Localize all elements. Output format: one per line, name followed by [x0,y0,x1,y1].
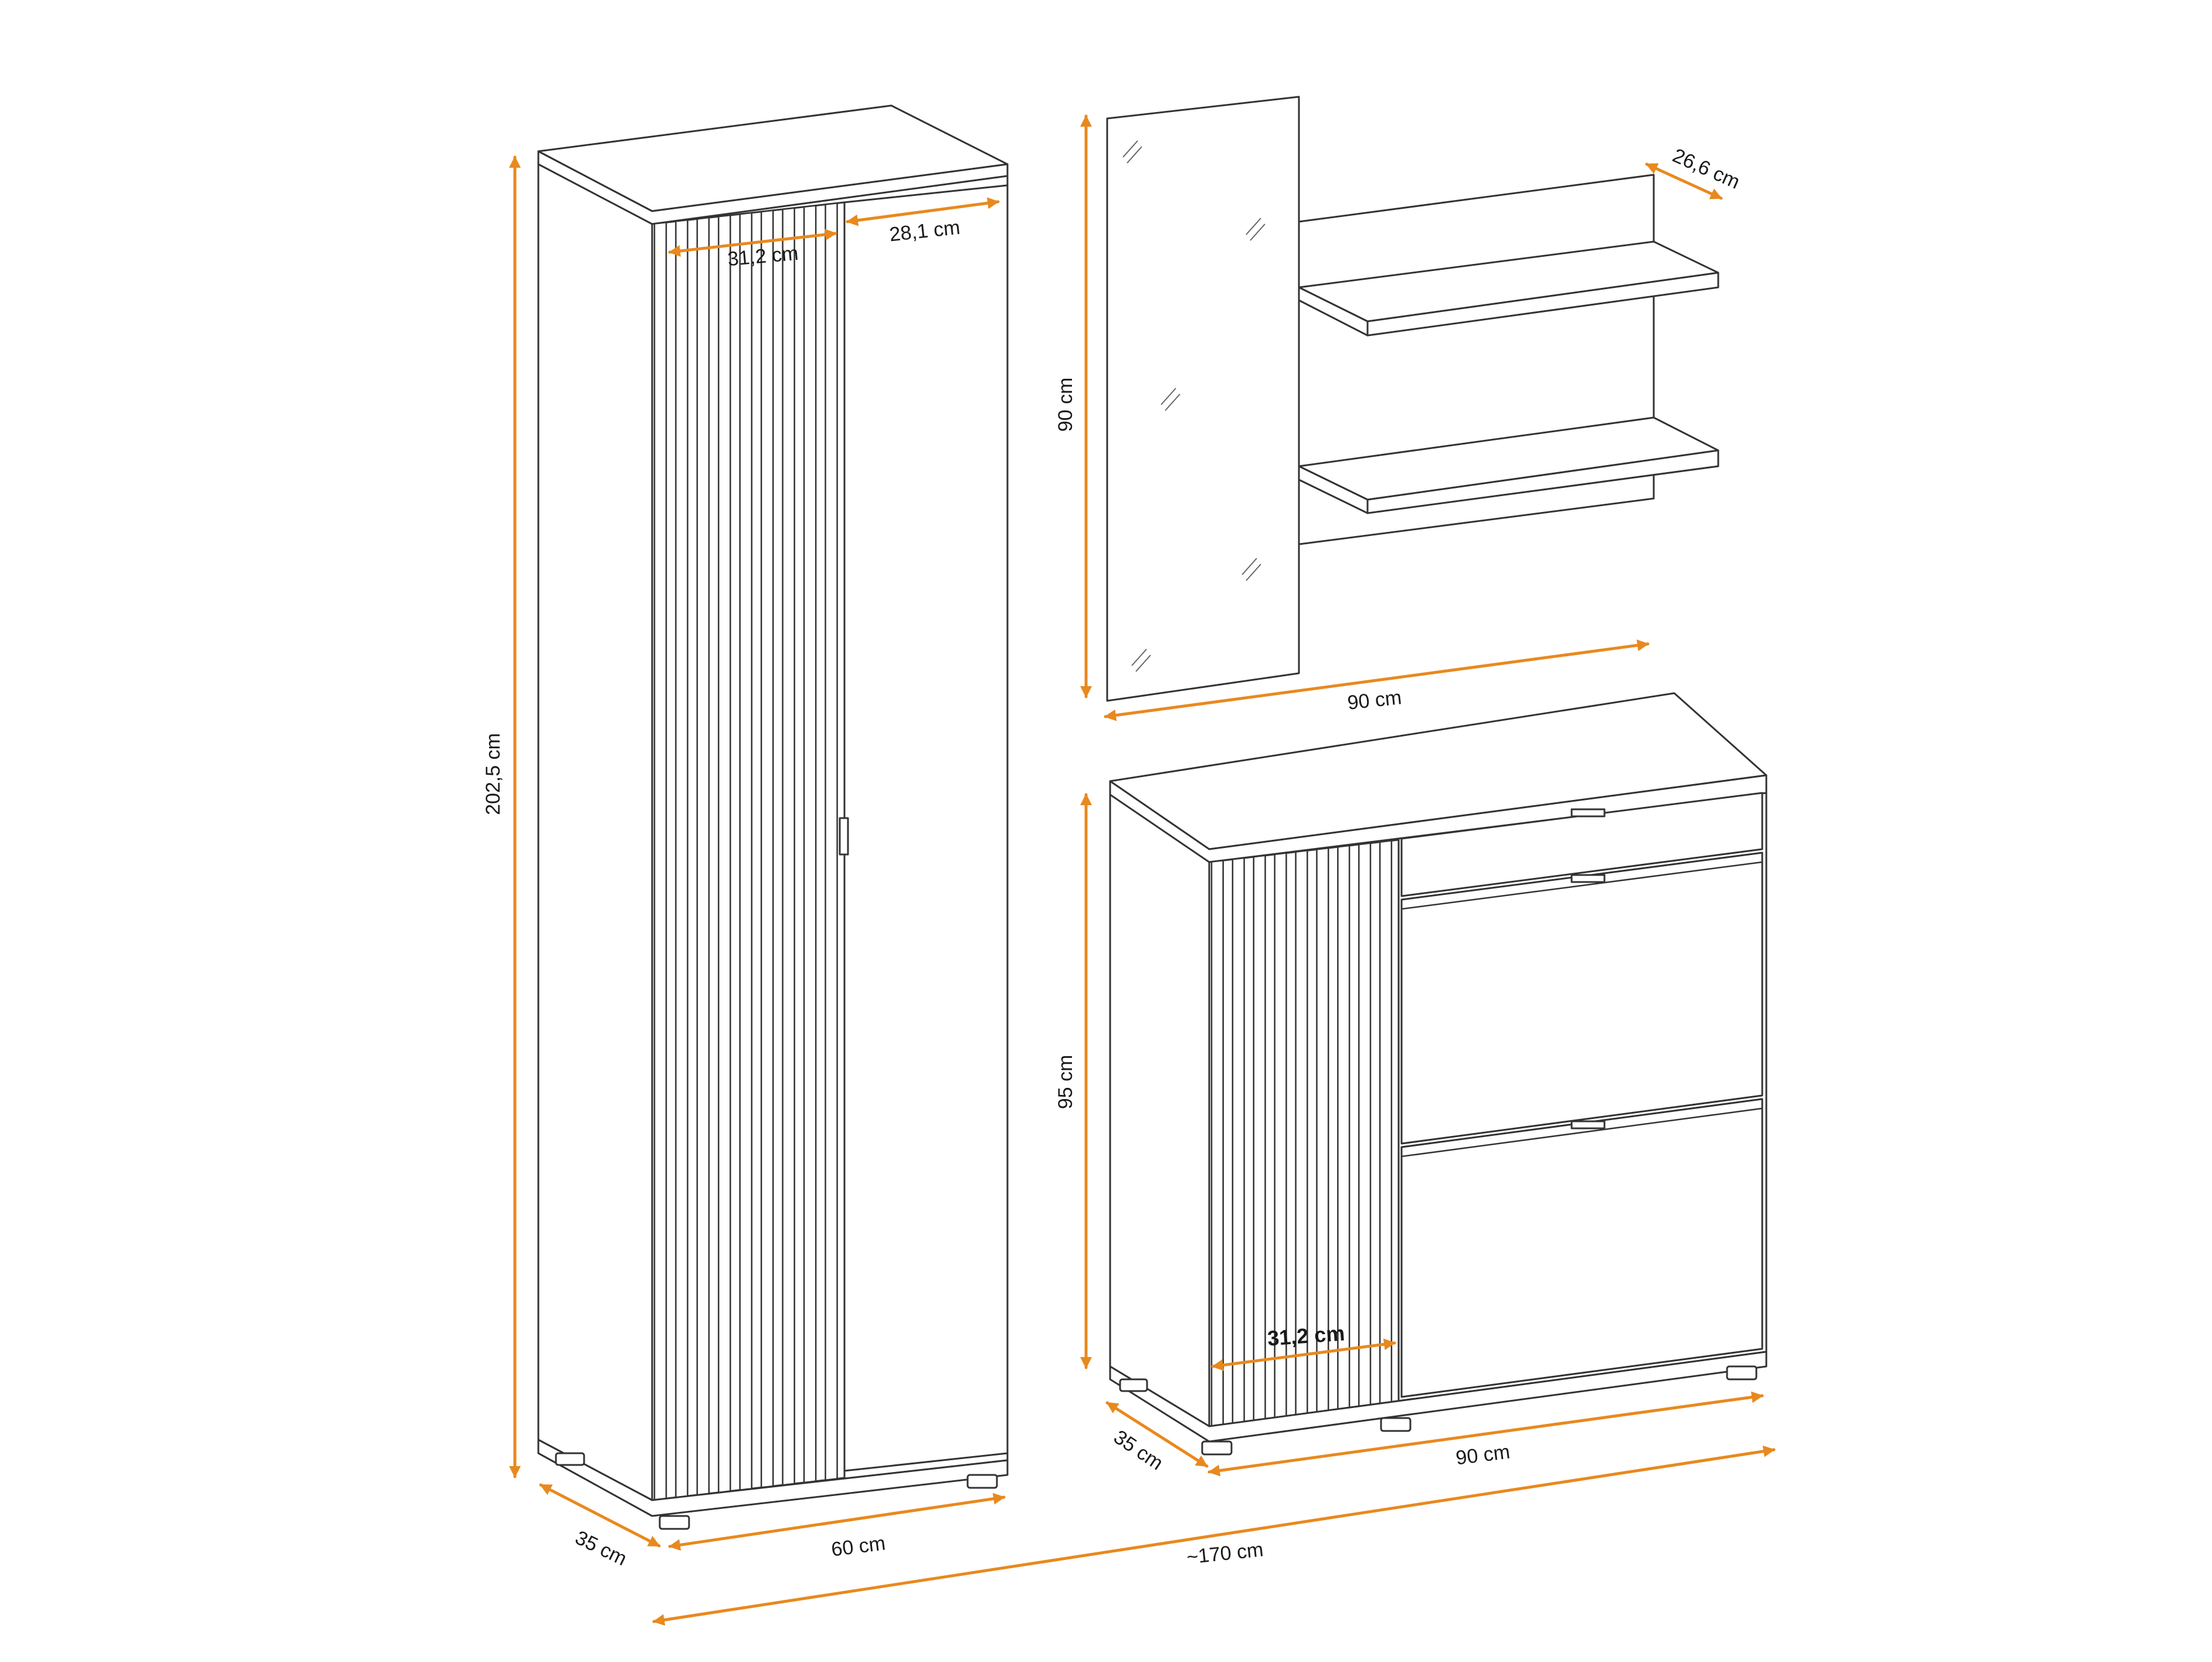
lower-shelf-side [1298,465,1369,514]
mirror-glare [1250,223,1266,241]
drawer-handle [1570,808,1606,818]
door-slat [1358,842,1372,1408]
door-slat [718,214,731,1494]
lower-flap-handle [1570,1120,1606,1130]
dim-line-cabinet-slat-door [1211,1338,1396,1371]
cabinet-foot-back-left [1119,1378,1148,1392]
door-slat [1210,859,1224,1427]
lower-flap-lip [1400,1098,1763,1158]
wardrobe-door-handle [839,817,849,856]
wardrobe-side-panel [537,150,653,1501]
label-cabinet-slat-door-width: 31,2 cm [1267,1321,1346,1350]
door-slat [1253,854,1266,1422]
mirror-glare [1241,558,1257,575]
mirror-panel [1106,96,1300,702]
cabinet-lower-shoe-flap [1400,1098,1763,1398]
wardrobe-foot-back-left [555,1452,585,1466]
mirror-glare [1165,394,1180,411]
mirror-glare [1161,388,1176,405]
mirror-glare [1246,564,1261,581]
label-mirror-height: 90 cm [1054,378,1077,432]
mirror-glare [1127,146,1142,164]
label-cabinet-width: 90 cm [1454,1441,1511,1470]
label-shelf-depth: 26,6 cm [1669,144,1743,194]
cabinet-slats [1210,840,1393,1427]
wardrobe-foot-front-right [966,1474,998,1489]
label-mirror-shelf-width: 90 cm [1346,686,1403,714]
dim-line-wardrobe-plain-door [846,197,1000,226]
door-slat [696,216,710,1496]
cabinet-top-drawer [1400,792,1763,897]
dim-line-wardrobe-depth [539,1483,661,1548]
label-wardrobe-width: 60 cm [830,1532,887,1561]
wardrobe-slats [653,202,838,1501]
shoe-cabinet [1109,692,1767,1456]
dim-line-shelf-depth [1645,162,1723,200]
dim-line-total-width [652,1445,1776,1626]
door-slat [653,221,667,1501]
door-slat [782,207,795,1486]
cabinet-top-edge [1109,774,1767,863]
label-wardrobe-depth: 35 cm [572,1527,630,1571]
cabinet-foot-front-middle [1380,1417,1412,1432]
dim-line-wardrobe-slat-door [668,229,837,257]
label-wardrobe-height: 202,5 cm [482,733,504,815]
mirror-glare [1246,218,1261,235]
mirror-glare [1122,140,1138,158]
wardrobe-plain-door [843,184,1009,1472]
door-slat [1379,840,1393,1405]
upper-flap-handle [1570,874,1606,883]
door-slat [1231,857,1245,1424]
wardrobe-foot-front-left [659,1515,690,1530]
door-slat [739,212,753,1491]
wardrobe [537,104,1009,1530]
upper-flap-lip [1400,852,1763,910]
door-slat [675,219,688,1498]
label-cabinet-depth: 35 cm [1110,1426,1167,1474]
label-total-width: ~170 cm [1186,1538,1265,1569]
door-slat [803,205,817,1484]
door-slat [760,209,774,1488]
door-slat [825,202,838,1481]
upper-shelf-side [1298,286,1369,337]
dimension-lines [509,114,1776,1626]
cabinet-foot-front-right [1726,1365,1758,1381]
mirror [1106,96,1300,702]
label-cabinet-height: 95 cm [1054,1055,1077,1110]
cabinet-foot-front-left [1201,1440,1233,1456]
wardrobe-top-edge [537,150,1009,225]
cabinet-upper-shoe-flap [1400,852,1763,1145]
cabinet-side-panel [1109,786,1210,1427]
wall-shelf [1298,174,1719,545]
dim-line-mirror-shelf-width [1104,639,1650,721]
